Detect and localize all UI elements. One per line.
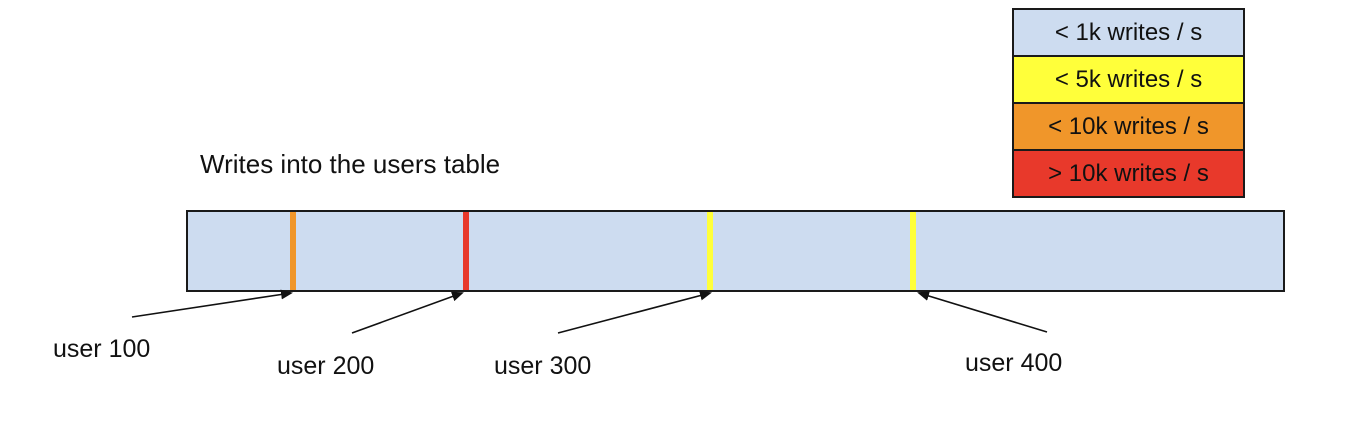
diagram-title: Writes into the users table	[200, 149, 501, 179]
legend-item-gt-10k: > 10k writes / s	[1014, 151, 1243, 196]
user-100-label: user 100	[53, 335, 151, 363]
arrow-user-300	[557, 290, 712, 334]
legend: < 1k writes / s < 5k writes / s < 10k wr…	[1012, 8, 1245, 198]
write-hotspot-tick-user-300	[707, 212, 713, 290]
legend-item-lt-10k: < 10k writes / s	[1014, 104, 1243, 151]
legend-item-lt-1k: < 1k writes / s	[1014, 10, 1243, 57]
users-table-bar	[186, 210, 1285, 292]
user-300-label: user 300	[494, 352, 592, 380]
arrow-user-100	[131, 289, 293, 318]
user-400-label: user 400	[965, 349, 1063, 377]
arrow-user-200	[351, 291, 464, 334]
legend-item-lt-5k: < 5k writes / s	[1014, 57, 1243, 104]
arrow-user-400	[917, 291, 1048, 333]
write-hotspot-tick-user-100	[290, 212, 296, 290]
user-200-label: user 200	[277, 352, 375, 380]
write-hotspot-tick-user-400	[910, 212, 916, 290]
write-hotspot-tick-user-200	[463, 212, 469, 290]
